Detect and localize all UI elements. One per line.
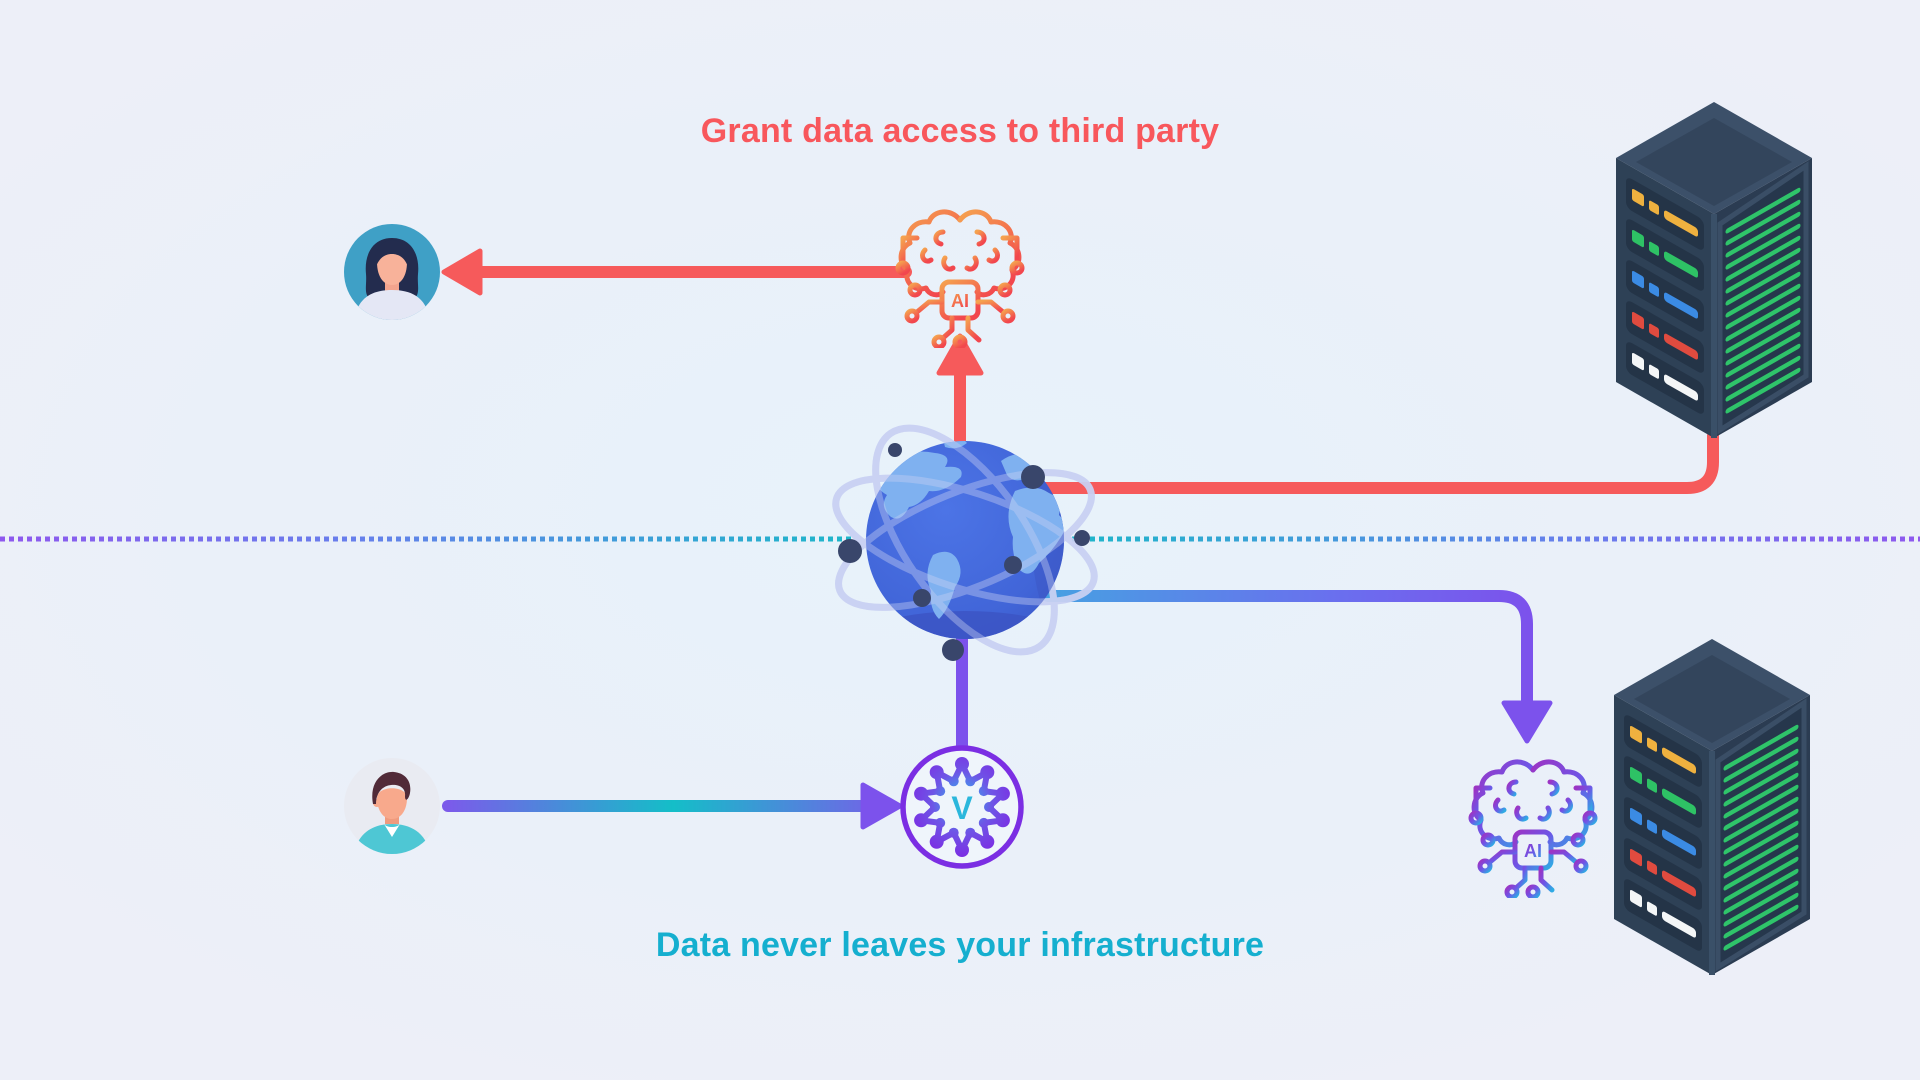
title-infrastructure: Data never leaves your infrastructure <box>655 926 1265 964</box>
face <box>377 253 407 285</box>
server-rack-top <box>1616 102 1812 438</box>
arrowhead-left <box>441 248 483 296</box>
vent-stripes <box>1725 187 1801 414</box>
arrowhead-down <box>1501 700 1553 744</box>
red-line-server-to-globe <box>1036 430 1719 494</box>
shirt <box>354 824 430 854</box>
hair-front <box>374 240 410 270</box>
ai-chip-label: AI <box>1524 841 1542 861</box>
gradient-arrow-globe-to-local-ai <box>1042 590 1553 744</box>
gradient-arrow-user-to-v <box>442 782 903 830</box>
server-panels <box>1626 178 1704 414</box>
shoulders <box>354 290 430 320</box>
ai-brain-icon-third-party: AI <box>895 209 1025 348</box>
user-avatar-woman <box>344 224 440 320</box>
ai-brain-icon-local: AI <box>1468 759 1598 898</box>
orbit-rings-front <box>832 424 1098 656</box>
server-rack-bottom <box>1614 639 1810 975</box>
vent-stripes <box>1723 724 1799 951</box>
continents <box>877 441 1064 619</box>
red-arrow-ai-to-user <box>441 248 912 296</box>
title-third-party: Grant data access to third party <box>700 112 1220 150</box>
satellite-nodes <box>838 443 1090 661</box>
user-avatar-man <box>344 758 440 854</box>
collar <box>384 824 400 837</box>
globe-network-icon <box>832 424 1098 661</box>
server-panels <box>1624 715 1702 951</box>
arrowhead-right <box>860 782 903 830</box>
v-logo-letter: V <box>951 790 973 826</box>
v-network-logo: V <box>900 745 1024 869</box>
arrowhead-up <box>936 333 984 376</box>
face <box>377 788 407 819</box>
ai-chip-label: AI <box>951 291 969 311</box>
hair <box>372 771 411 804</box>
